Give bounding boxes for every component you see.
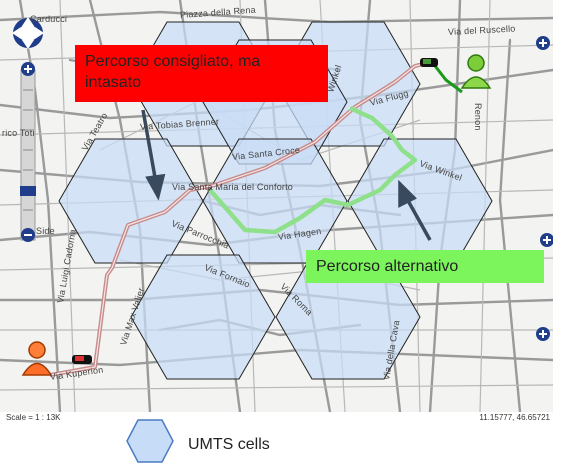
- umts-cell: [130, 254, 276, 380]
- congested-route-callout: Percorso consigliato, ma intasato: [75, 45, 328, 102]
- alternative-route-callout: Percorso alternativo: [306, 250, 544, 283]
- zoom-slider[interactable]: [20, 62, 36, 242]
- street-label: Renon: [473, 103, 483, 131]
- pan-control[interactable]: [12, 17, 44, 49]
- map-canvas[interactable]: Carducci Piazza della Rena Via del Rusce…: [0, 0, 553, 412]
- side-buttons[interactable]: [536, 36, 553, 341]
- map-drawing: [0, 0, 553, 412]
- congested-route-callout-text: Percorso consigliato, ma intasato: [85, 53, 261, 91]
- alternative-route-callout-text: Percorso alternativo: [316, 258, 459, 275]
- alternative-route: [208, 105, 418, 235]
- street-label: Via Santa Maria del Conforto: [172, 182, 294, 192]
- map-coordinates: 11.15777, 46.65721: [479, 413, 550, 422]
- umts-cell: [58, 138, 204, 264]
- arrow-to-congested-route: [141, 109, 166, 201]
- map-scale: Scale = 1 : 13K: [6, 413, 61, 422]
- street-label: Carducci: [30, 14, 68, 24]
- arrow-to-alternative-route: [398, 179, 432, 241]
- umts-cell: [347, 138, 493, 264]
- origin-marker: [21, 341, 92, 376]
- page-margin: [553, 0, 576, 465]
- street-label: Side: [36, 226, 55, 236]
- street-label: rico Toti: [2, 128, 35, 138]
- destination-marker: [420, 54, 492, 89]
- alternative-route-start: [430, 61, 463, 94]
- legend-label: UMTS cells: [188, 436, 270, 453]
- legend-cell-icon: [126, 419, 174, 463]
